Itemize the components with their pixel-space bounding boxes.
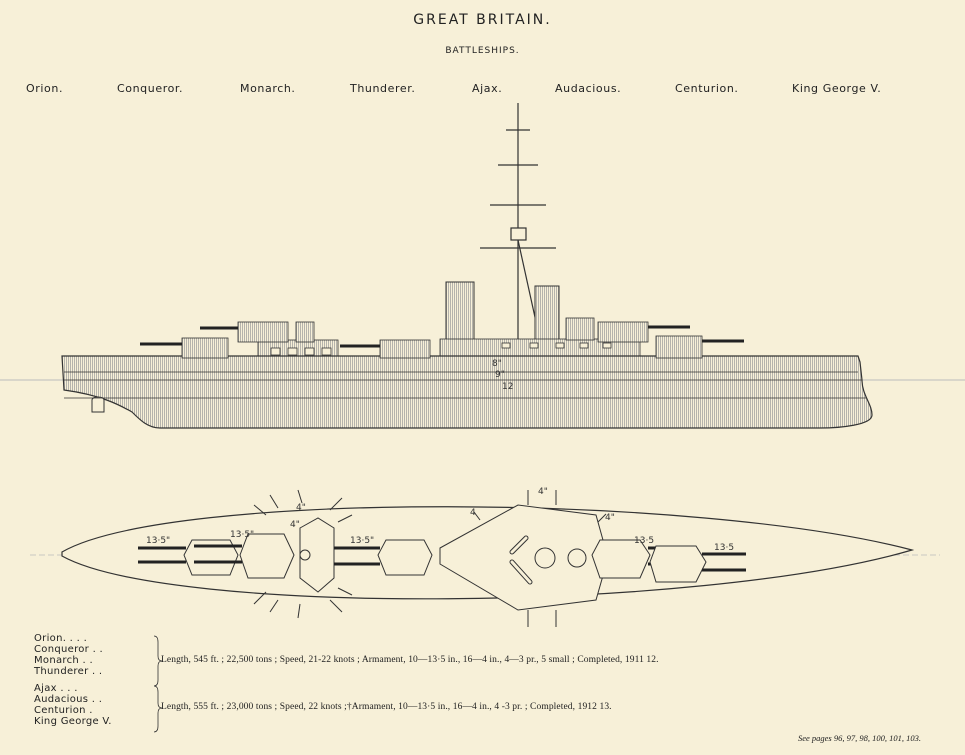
ship-name-conqueror: Conqueror.	[117, 82, 184, 95]
ship-name-centurion: Centurion.	[675, 82, 739, 95]
leader-dots: . . . .	[62, 633, 88, 644]
group-1-ship: Orion	[34, 633, 63, 644]
group-2-ship: King George V.	[34, 716, 112, 727]
page-subtitle: BATTLESHIPS.	[445, 46, 520, 56]
leader-dots: . .	[79, 655, 93, 666]
plan-label-aft-turret-a: 13·5	[634, 536, 654, 546]
plan-label-sec-aft-right: 4"	[605, 513, 615, 523]
conning-tower	[295, 321, 315, 343]
profile-turrets	[140, 321, 744, 359]
turret-a-plan	[138, 539, 239, 576]
turret-y-profile	[655, 335, 744, 359]
gun-ports	[270, 342, 612, 356]
plan-label-mid-turret: 13·5"	[350, 536, 374, 546]
group-1-ship: Thunderer	[34, 666, 89, 677]
plan-label-sec-aft-top: 4"	[538, 487, 548, 497]
ship-name-ajax: Ajax.	[472, 82, 503, 95]
turret-a-profile	[140, 337, 229, 359]
leader-dots: . .	[88, 666, 103, 677]
plan-turrets	[138, 533, 746, 583]
forward-battery-plan	[253, 489, 353, 619]
funnel-forward	[445, 281, 475, 341]
group-1-specification: Length, 545 ft. ; 22,500 tons ; Speed, 2…	[161, 655, 659, 665]
ship-name-audacious: Audacious.	[555, 82, 622, 95]
see-pages-note: See pages 96, 97, 98, 100, 101, 103.	[797, 733, 921, 743]
ship-name-king-george-v: King George V.	[792, 82, 882, 95]
leader-dots: . . .	[56, 683, 78, 694]
group-2-ship: Ajax	[34, 683, 57, 694]
turret-q-profile	[340, 339, 431, 359]
group-1-ship: Monarch	[34, 655, 80, 666]
aft-control-top	[565, 317, 595, 341]
armour-label-mid: 9"	[495, 370, 505, 380]
ship-name-thunderer: Thunderer.	[350, 82, 416, 95]
turret-b-profile	[200, 321, 289, 343]
funnel-aft	[534, 285, 560, 341]
group-2-ship: Centurion	[34, 705, 86, 716]
group-2-specification: Length, 555 ft. ; 23,000 tons ; Speed, 2…	[161, 702, 612, 712]
brace-group-1	[153, 635, 163, 687]
group-2-ship-list: Ajax . . . Audacious . . Centurion . Kin…	[34, 683, 112, 727]
ship-name-monarch: Monarch.	[240, 82, 296, 95]
armour-label-belt: 12	[502, 382, 513, 392]
leader-dots: .	[85, 705, 93, 716]
profile-view: 8" 9" 12	[0, 103, 965, 429]
plan-label-sec-fwd-top: 4"	[296, 503, 306, 513]
mast	[480, 103, 556, 341]
bow-anchor	[91, 396, 105, 413]
turret-b-plan	[194, 533, 295, 579]
group-2-ship: Audacious	[34, 694, 89, 705]
turret-q-plan	[334, 539, 433, 576]
aft-battery-plan	[439, 490, 609, 627]
ship-name-orion: Orion.	[26, 82, 64, 95]
plan-view: 13·5" 13·5" 4" 4" 13·5" 4" 4 4" 13·5 13·…	[30, 487, 940, 627]
leader-dots: . .	[88, 694, 103, 705]
plan-label-fwd-turret-a: 13·5"	[146, 536, 170, 546]
plan-label-fwd-turret-b: 13·5"	[230, 530, 254, 540]
armour-label-top: 8"	[492, 359, 502, 369]
brace-group-2	[153, 685, 163, 733]
plan-label-aft-turret-b: 13·5	[714, 543, 734, 553]
group-1-ship-list: Orion. . . . Conqueror . . Monarch . . T…	[34, 633, 103, 677]
turret-x-profile	[597, 321, 690, 343]
plan-label-sec-fwd-mid: 4"	[290, 520, 300, 530]
plan-label-sec-aft-left: 4	[470, 508, 476, 518]
hull	[61, 355, 873, 429]
group-1-ship: Conqueror	[34, 644, 90, 655]
leader-dots: . .	[89, 644, 104, 655]
turret-y-plan	[649, 545, 746, 583]
page-title: GREAT BRITAIN.	[413, 12, 552, 28]
